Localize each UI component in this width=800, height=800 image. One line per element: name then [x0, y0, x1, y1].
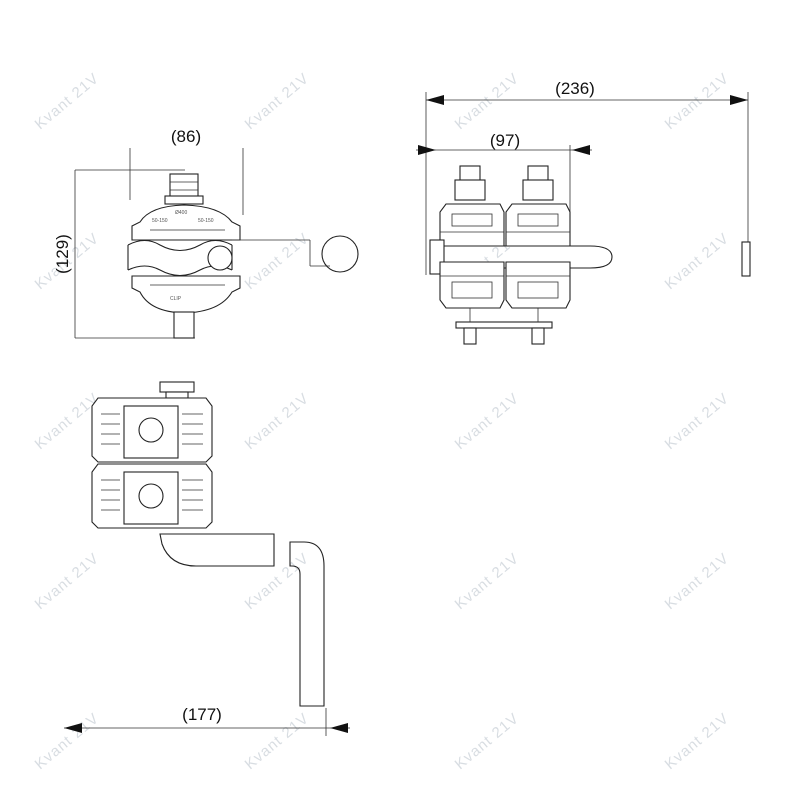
- watermark-text: Kvant 21V: [32, 70, 103, 133]
- watermark-text: Kvant 21V: [662, 230, 733, 293]
- dim-177-arrow-right: [330, 723, 348, 733]
- side-view: (236) (97): [416, 79, 751, 345]
- side-right-bolt-body: [522, 179, 554, 201]
- watermark-text: Kvant 21V: [662, 710, 733, 773]
- side-left-lower-housing: [439, 261, 505, 309]
- watermark-text: Kvant 21V: [662, 390, 733, 453]
- front-cable-section: [321, 235, 359, 273]
- watermark-text: Kvant 21V: [452, 710, 523, 773]
- watermark-text: Kvant 21V: [32, 550, 103, 613]
- dim-97-arrow-right: [572, 145, 590, 155]
- front-lower-clamp: [131, 275, 241, 314]
- bottom-top-cap: [159, 381, 195, 393]
- front-bolt-washer: [164, 195, 204, 205]
- bottom-lower-nut: [138, 483, 164, 509]
- watermark-text: Kvant 21V: [662, 550, 733, 613]
- watermark-text: Kvant 21V: [242, 710, 313, 773]
- dim-front-height-label: (129): [53, 234, 72, 274]
- watermark-text: Kvant 21V: [242, 390, 313, 453]
- side-left-stem: [463, 327, 477, 345]
- dim-side-partial-width-label: (97): [490, 131, 520, 150]
- bottom-upper-nut: [138, 417, 164, 443]
- watermark-text: Kvant 21V: [32, 710, 103, 773]
- watermark-text: Kvant 21V: [452, 390, 523, 453]
- svg-text:CLIP: CLIP: [170, 296, 182, 302]
- svg-text:50-150: 50-150: [152, 218, 168, 224]
- watermark-text: Kvant 21V: [452, 70, 523, 133]
- front-cable-end: [207, 245, 233, 271]
- watermark-text: Kvant 21V: [242, 230, 313, 293]
- side-cable-end-cap: [741, 241, 751, 277]
- front-bottom-stem: [173, 311, 195, 339]
- side-cable-loop: [589, 245, 613, 269]
- dim-bottom-length-label: (177): [182, 705, 222, 724]
- side-right-lower-housing: [505, 261, 571, 309]
- dim-97-arrow-left: [418, 145, 436, 155]
- front-bolt-head: [169, 173, 199, 199]
- watermark-text: Kvant 21V: [452, 550, 523, 613]
- side-right-upper-housing: [505, 203, 571, 247]
- front-view: (86) (129) Ø400 50-150 50-150 CLIP: [53, 127, 359, 339]
- dim-177-arrow-left: [64, 723, 82, 733]
- svg-text:50-150: 50-150: [198, 218, 214, 224]
- bottom-cable-bend-left: [159, 533, 275, 567]
- front-upper-clamp: [131, 204, 241, 241]
- bottom-lower-center: [123, 471, 179, 525]
- watermark-text: Kvant 21V: [242, 70, 313, 133]
- watermark-text: Kvant 21V: [242, 550, 313, 613]
- front-channel-upper: [127, 239, 233, 252]
- bottom-cable-run: [289, 541, 325, 707]
- bottom-view: (177): [64, 381, 350, 736]
- side-base-plate: [455, 321, 553, 329]
- svg-text:Ø400: Ø400: [175, 210, 187, 216]
- side-right-stem: [531, 327, 545, 345]
- watermark-text: Kvant 21V: [662, 70, 733, 133]
- dim-236-arrow-right: [730, 95, 748, 105]
- dim-236-arrow-left: [426, 95, 444, 105]
- side-left-upper-housing: [439, 203, 505, 247]
- dim-front-width-label: (86): [171, 127, 201, 146]
- side-left-bolt-body: [454, 179, 486, 201]
- bottom-upper-center: [123, 405, 179, 459]
- dim-side-total-width-label: (236): [555, 79, 595, 98]
